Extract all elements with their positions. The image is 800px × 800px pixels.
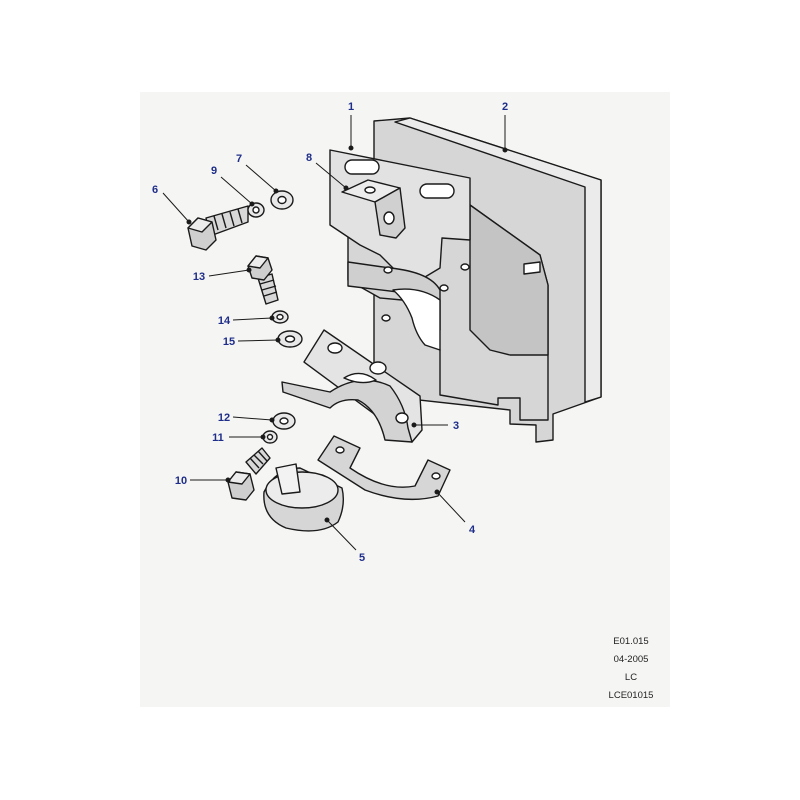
part-4-strap (317, 435, 451, 501)
leader-dot-12 (269, 417, 275, 423)
callout-2: 2 (502, 101, 508, 113)
leader-dot-6 (186, 219, 192, 225)
part-6-hex-bolt (187, 205, 249, 251)
footer-date: 04-2005 (613, 654, 649, 665)
part-8-angle-bracket (341, 179, 406, 239)
callout-12: 12 (218, 412, 230, 424)
leader-dot-2 (502, 147, 508, 153)
leader-dot-11 (260, 434, 266, 440)
footer-initials: LC (624, 672, 638, 683)
part-10-hex-bolt (227, 447, 271, 501)
callout-14: 14 (218, 315, 231, 327)
leader-dot-5 (324, 517, 330, 523)
leader-line-14 (232, 317, 273, 321)
leader-dot-1 (348, 145, 354, 151)
leader-dot-8 (343, 185, 349, 191)
part-12-plain-washer (272, 412, 296, 430)
callout-8: 8 (306, 152, 312, 164)
leader-dot-14 (269, 315, 275, 321)
callout-11: 11 (212, 432, 224, 444)
leader-line-6 (162, 192, 190, 223)
leader-line-12 (232, 416, 273, 421)
part-11-spring-washer (262, 430, 278, 444)
part-13-hex-bolt (247, 255, 279, 305)
callout-7: 7 (236, 153, 242, 165)
callout-3: 3 (453, 420, 459, 432)
leader-line-4 (436, 491, 466, 523)
leader-line-15 (237, 339, 279, 342)
callout-9: 9 (211, 165, 217, 177)
callout-1: 1 (348, 101, 354, 113)
leader-line-7 (245, 164, 277, 192)
leader-line-13 (208, 269, 250, 277)
callout-5: 5 (359, 552, 365, 564)
part-7-plain-washer (270, 190, 294, 210)
leader-dot-3 (411, 422, 417, 428)
leader-line-5 (326, 519, 357, 551)
leader-dot-13 (246, 267, 252, 273)
leader-dot-4 (434, 489, 440, 495)
footer-reference: LCE01015 (608, 690, 654, 701)
callout-4: 4 (469, 524, 476, 536)
leader-dot-15 (275, 337, 281, 343)
leader-line-9 (220, 176, 253, 205)
part-14-spring-washer (271, 310, 289, 324)
part-5-rubber-sleeve (263, 463, 345, 532)
leader-dot-9 (249, 201, 255, 207)
leader-dot-7 (273, 188, 279, 194)
callout-6: 6 (152, 184, 158, 196)
part-3-saddle-bracket (281, 329, 423, 443)
callout-10: 10 (175, 475, 187, 487)
callout-15: 15 (223, 336, 235, 348)
footer-drawing-code: E01.015 (613, 636, 649, 647)
leader-dot-10 (225, 477, 231, 483)
part-15-plain-washer (277, 330, 303, 348)
callout-13: 13 (193, 271, 205, 283)
leader-line-8 (315, 162, 347, 189)
